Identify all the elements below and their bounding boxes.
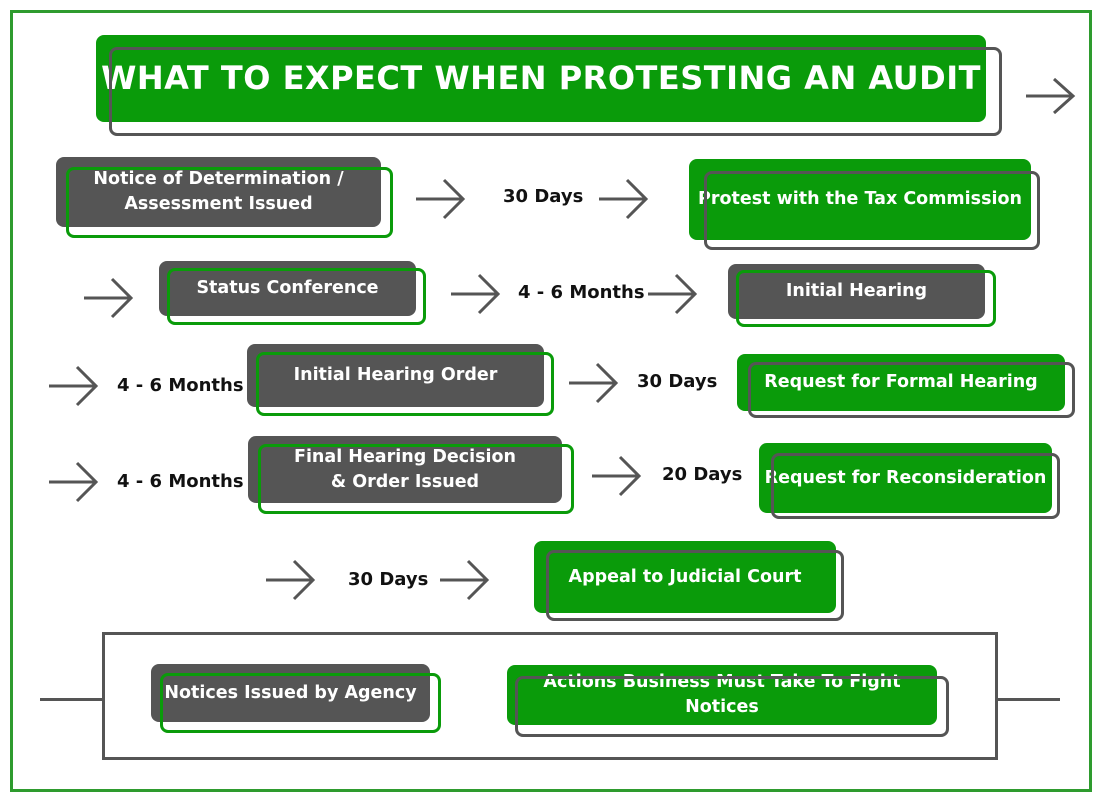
step-outline [167,268,426,325]
step-label: Initial Hearing [728,264,985,319]
arrow-right-icon [1024,76,1078,116]
legend-connector-right [998,698,1060,701]
arrow-right-icon [597,176,651,222]
arrow-right-icon [567,360,621,406]
duration-label: 30 Days [348,569,429,590]
step-outline [66,167,393,238]
duration-label: 20 Days [662,464,743,485]
duration-label: 4 - 6 Months [117,471,244,492]
arrow-right-icon [590,453,644,499]
step-outline [256,352,554,416]
arrow-right-icon [646,271,700,317]
step-label: Final Hearing Decision & Order Issued [248,436,562,503]
step-outline [546,550,844,621]
arrow-right-icon [438,557,492,603]
legend-outline [515,676,949,737]
legend-outline [160,673,441,733]
arrow-right-icon [414,176,468,222]
step-outline [704,171,1040,250]
step-outline [736,270,996,327]
step-outline [258,444,574,514]
arrow-right-icon [82,275,136,321]
step-outline [771,453,1060,519]
arrow-right-icon [47,459,101,505]
title-outline [109,47,1002,136]
legend-connector-left [40,698,102,701]
duration-label: 30 Days [503,186,584,207]
arrow-right-icon [449,271,503,317]
arrow-right-icon [47,363,101,409]
step-label: Appeal to Judicial Court [534,541,836,613]
duration-label: 4 - 6 Months [117,375,244,396]
outer-frame [10,10,1092,792]
arrow-right-icon [264,557,318,603]
duration-label: 4 - 6 Months [518,282,645,303]
step-label: Request for Formal Hearing [737,354,1065,411]
legend [102,632,998,760]
step-outline [748,362,1075,418]
duration-label: 30 Days [637,371,718,392]
